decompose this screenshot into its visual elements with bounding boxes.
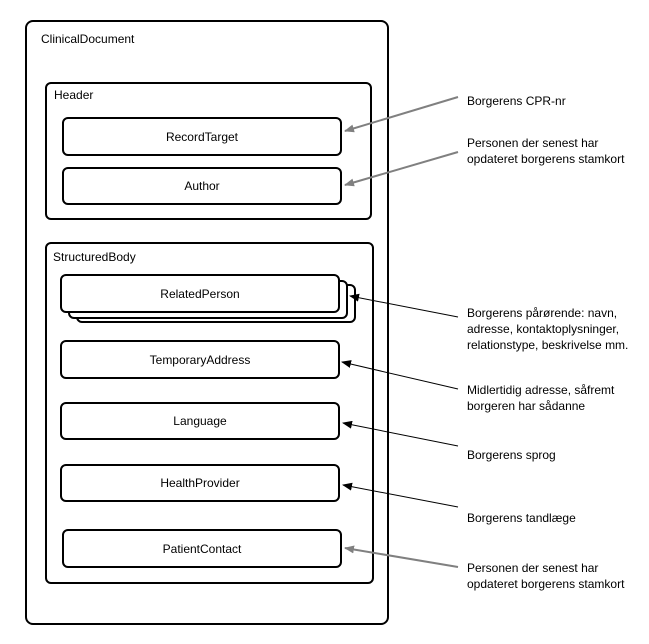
record-target-node: RecordTarget <box>62 117 342 156</box>
arrow-health-provider <box>342 482 459 508</box>
temporary-address-node: TemporaryAddress <box>60 340 340 379</box>
annotation-cpr: Borgerens CPR-nr <box>467 94 566 108</box>
language-label: Language <box>173 414 227 428</box>
author-label: Author <box>184 179 220 193</box>
arrow-patient-contact <box>344 545 459 568</box>
arrow-cpr <box>344 96 459 133</box>
annotation-patient-contact: Personen der senest har opdateret borger… <box>467 561 625 591</box>
structured-body-label: StructuredBody <box>53 250 136 264</box>
language-node: Language <box>60 402 340 440</box>
related-person-label: RelatedPerson <box>160 286 240 301</box>
temporary-address-label: TemporaryAddress <box>149 352 251 367</box>
arrow-related-person <box>349 293 459 318</box>
annotation-temporary-address: Midlertidig adresse, såfremt borgeren ha… <box>467 383 615 413</box>
annotation-health-provider: Borgerens tandlæge <box>467 511 576 525</box>
patient-contact-node: PatientContact <box>62 529 342 568</box>
annotation-language: Borgerens sprog <box>467 448 556 462</box>
health-provider-label: HealthProvider <box>160 476 240 490</box>
related-person-node: RelatedPerson <box>60 274 340 313</box>
annotation-author: Personen der senest har opdateret borger… <box>467 136 625 166</box>
patient-contact-label: PatientContact <box>162 541 242 556</box>
arrow-author <box>344 151 459 187</box>
clinical-document-label: ClinicalDocument <box>41 32 135 46</box>
health-provider-node: HealthProvider <box>60 464 340 502</box>
header-label: Header <box>54 88 94 102</box>
arrow-language <box>342 420 459 447</box>
arrow-temporary-address <box>341 360 459 390</box>
record-target-label: RecordTarget <box>165 129 239 144</box>
author-node: Author <box>62 167 342 205</box>
annotation-related-person: Borgerens pårørende: navn, adresse, kont… <box>467 306 629 352</box>
